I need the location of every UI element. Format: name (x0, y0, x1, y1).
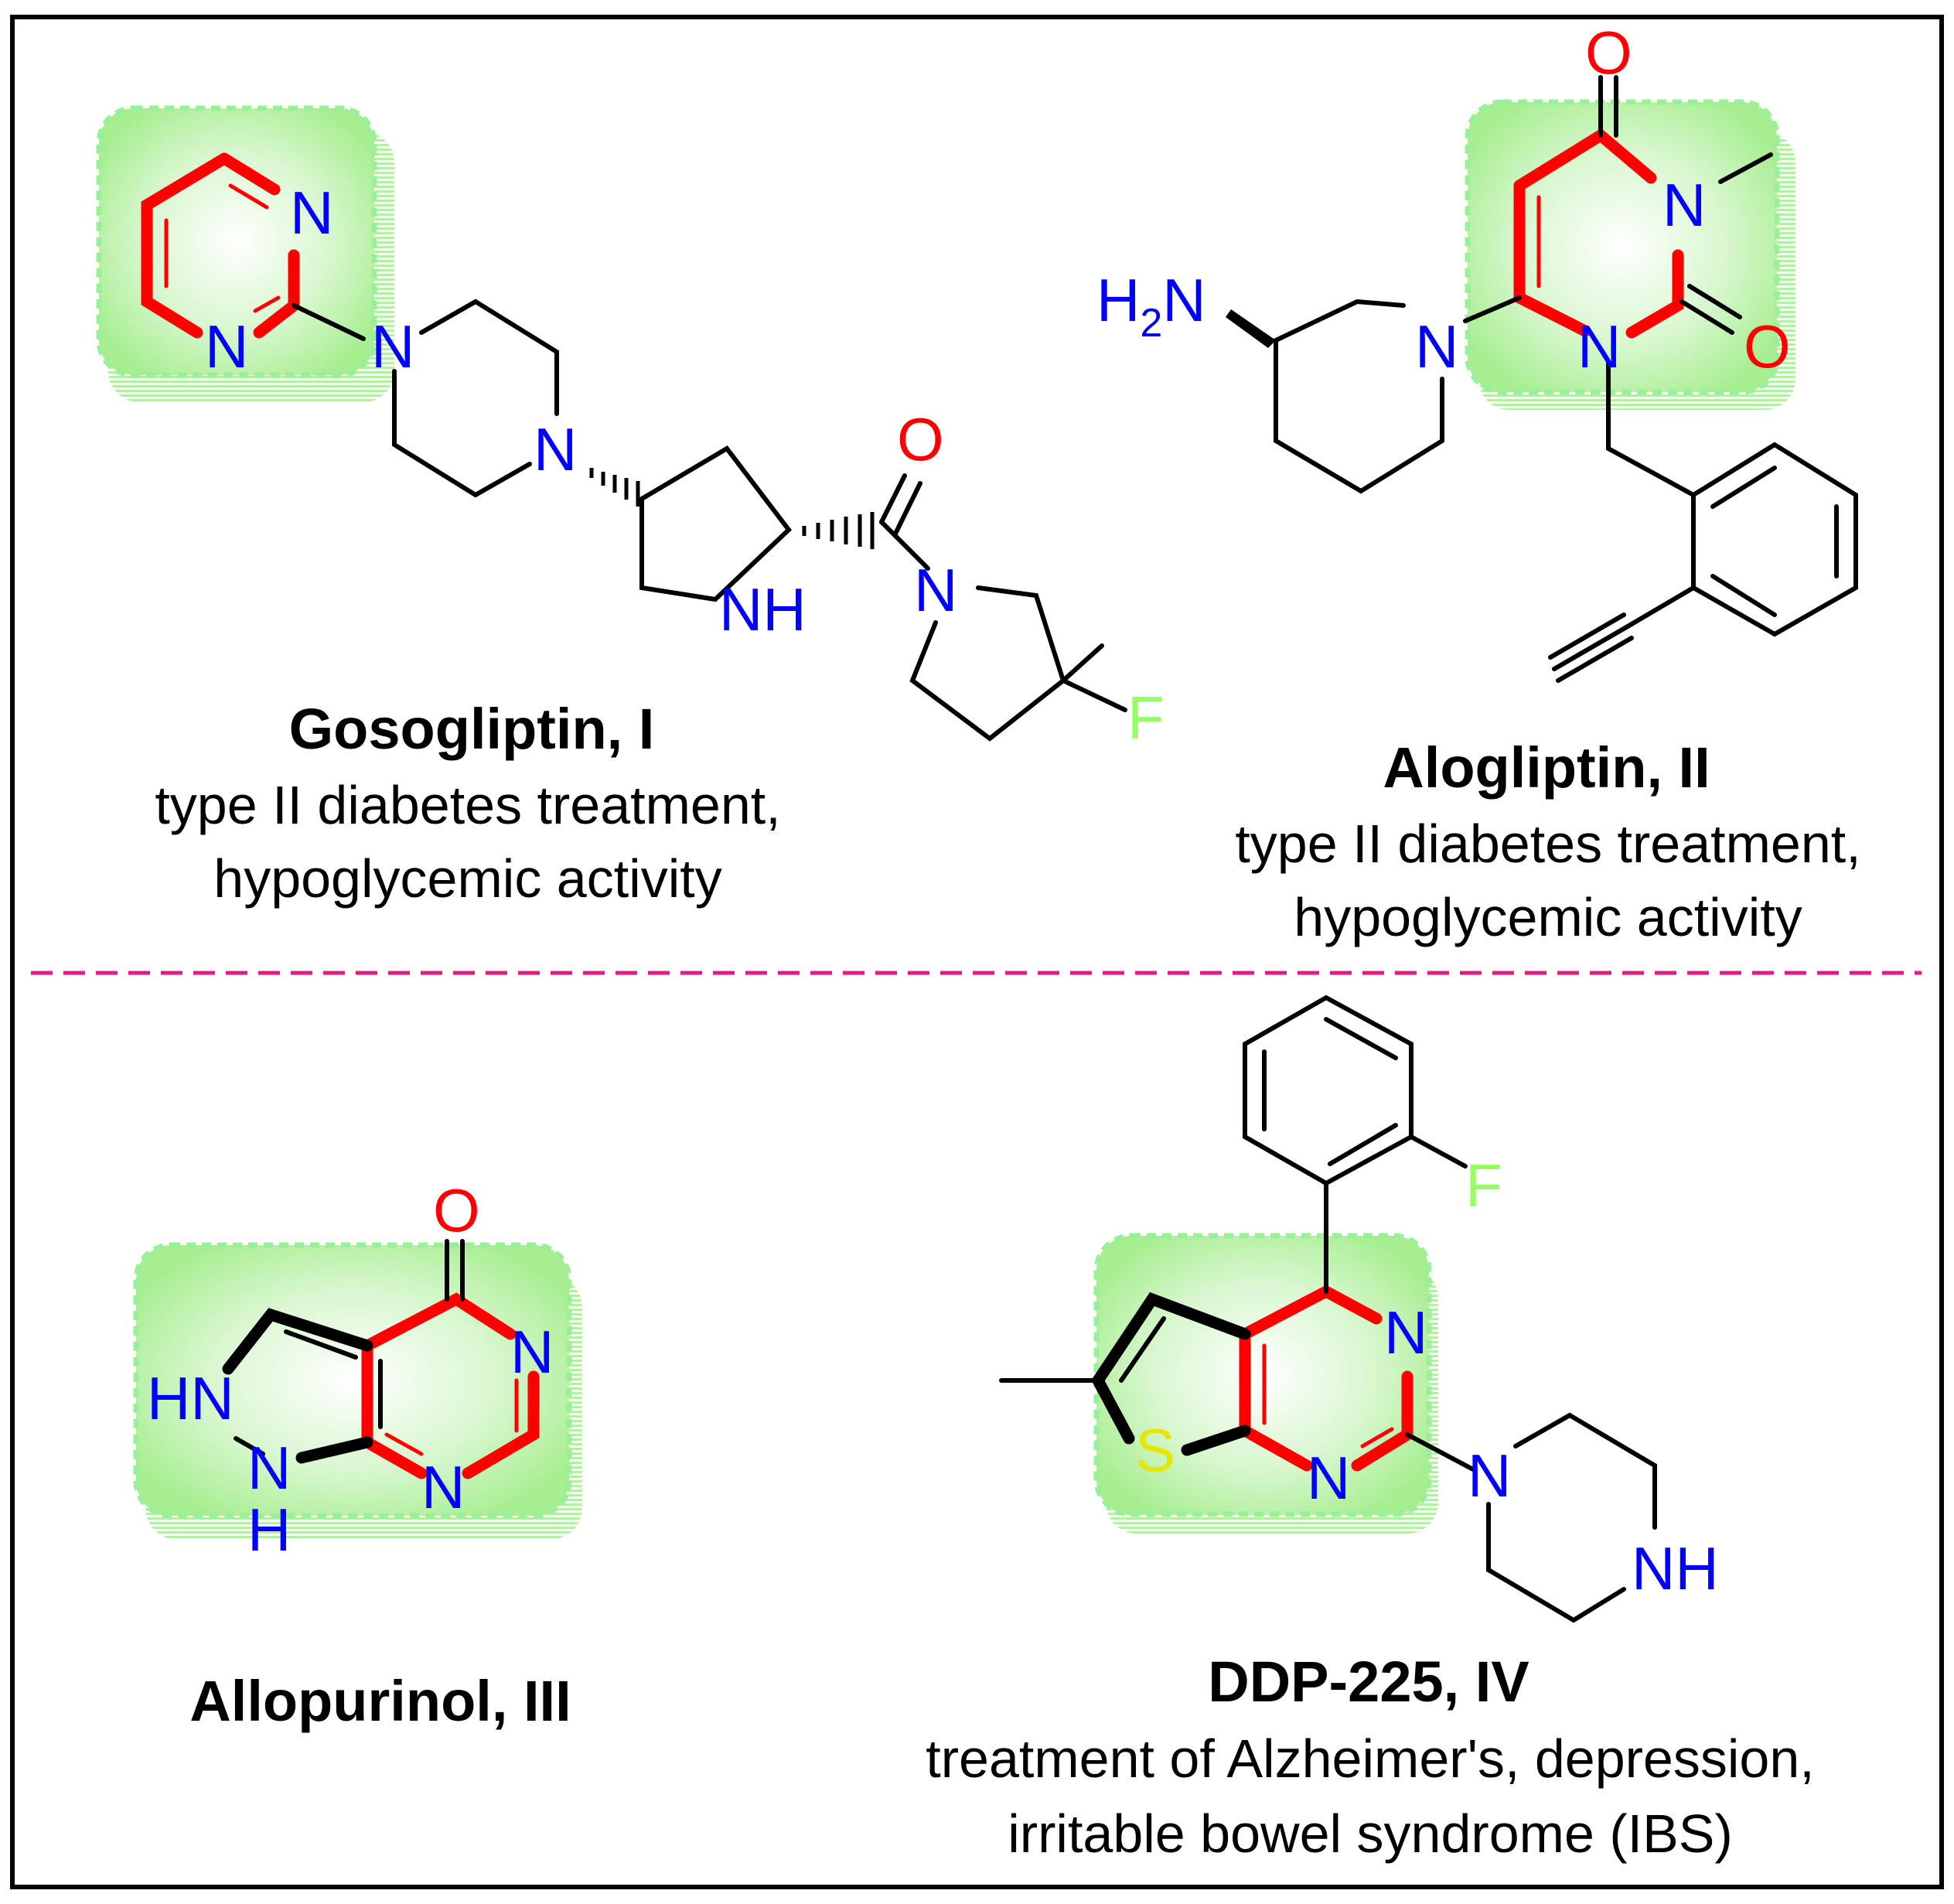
atom-NH: NH (719, 575, 806, 643)
atom-S: S (1135, 1416, 1175, 1484)
outer-frame (10, 15, 1944, 1889)
atom-N: N (421, 1453, 465, 1521)
compound-description: hypoglycemic activity (213, 848, 721, 909)
atom-N: N (371, 312, 414, 380)
atom-N: N (205, 312, 248, 380)
compound-description: treatment of Alzheimer's, depression, (926, 1728, 1814, 1789)
atom-N: N (1415, 312, 1458, 380)
compound-name: Gosogliptin, I (289, 697, 655, 761)
molecule-ddp-225: N N S F N NH DDP-225, IV treatment of Al… (926, 995, 1815, 1864)
molecule-gosogliptin: N N N N NH O N F Gosogliptin, I type II … (141, 152, 1165, 909)
atom-O: O (1585, 19, 1632, 87)
compound-name: Allopurinol, III (189, 1669, 571, 1733)
compound-description: irritable bowel syndrome (IBS) (1008, 1803, 1733, 1864)
amine-label: H2N (1096, 266, 1206, 346)
highlight-box-thienopyrimidine (1093, 1233, 1438, 1534)
atom-N: N (1577, 312, 1621, 380)
molecule-alogliptin: O N O N N H2N Alogliptin, II type II dia… (1096, 19, 1861, 947)
compound-description: type II diabetes treatment, (1235, 814, 1860, 874)
molecule-allopurinol: N N O HN N H Allopurinol, III (147, 1176, 571, 1733)
atom-F: F (1465, 1152, 1502, 1220)
atom-NH: NH (1632, 1534, 1719, 1602)
atom-N: N (290, 179, 333, 247)
atom-HN: HN (147, 1364, 234, 1432)
compound-name: DDP-225, IV (1208, 1650, 1529, 1714)
atom-O: O (433, 1176, 480, 1244)
atom-O: O (1744, 312, 1791, 380)
compound-name: Alogliptin, II (1383, 735, 1710, 800)
atom-N: N (534, 415, 577, 483)
compound-description: hypoglycemic activity (1294, 887, 1802, 947)
atom-N: N (510, 1318, 554, 1386)
atom-O: O (897, 405, 944, 473)
compound-description: type II diabetes treatment, (155, 775, 780, 835)
atom-H: H (247, 1496, 291, 1564)
atom-N: N (914, 556, 957, 624)
atom-N: N (247, 1434, 291, 1502)
atom-N: N (1468, 1442, 1511, 1510)
atom-N: N (1662, 171, 1706, 239)
atom-N: N (1307, 1444, 1350, 1512)
atom-N: N (1384, 1298, 1427, 1367)
atom-F: F (1127, 684, 1165, 752)
